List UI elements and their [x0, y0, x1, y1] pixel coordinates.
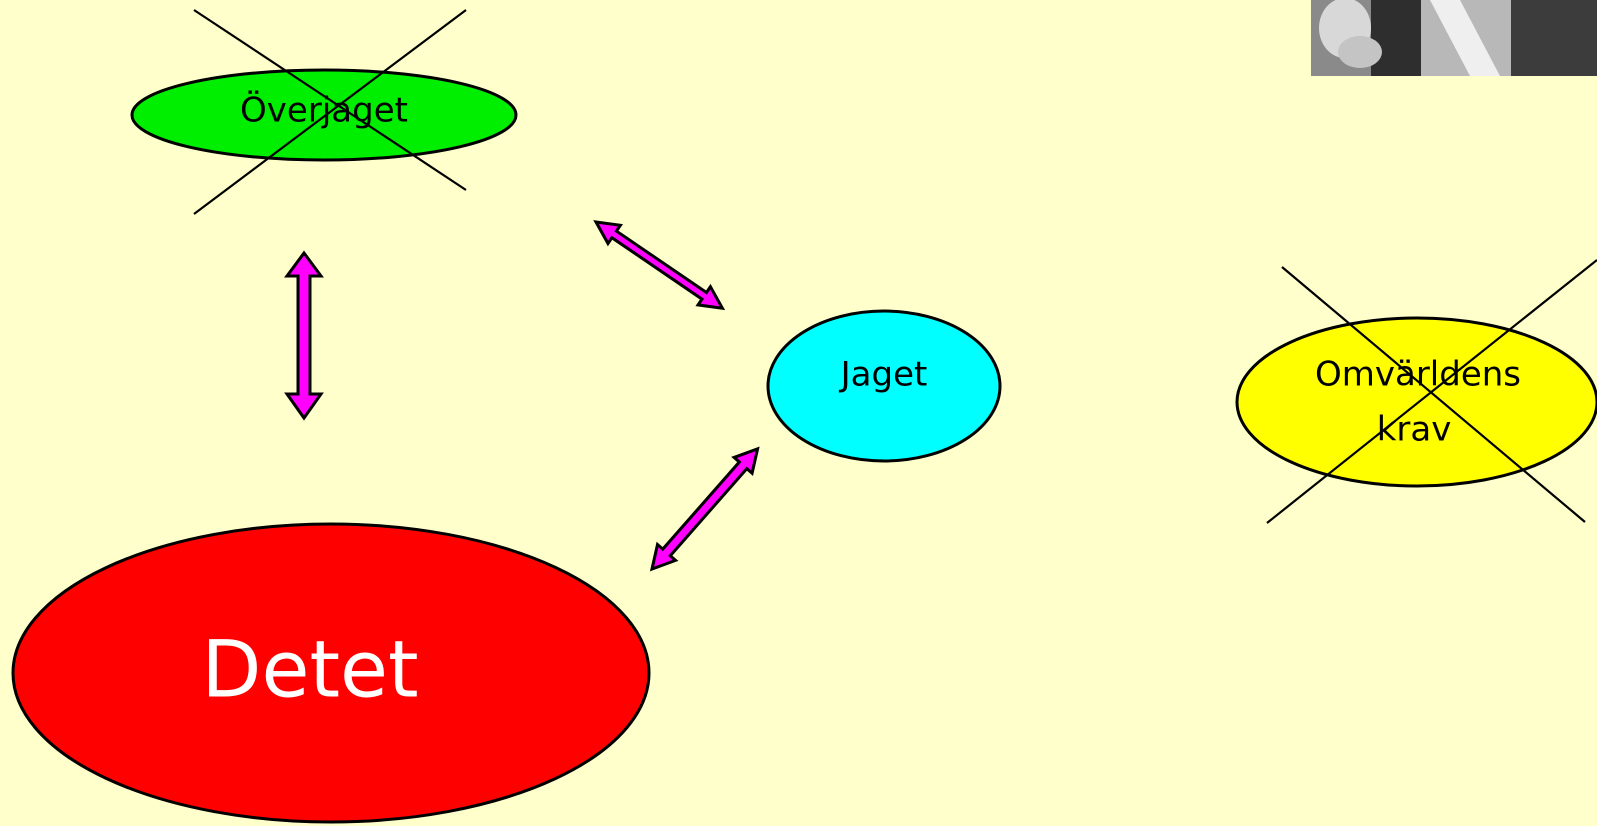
double-arrow-overjaget-jaget-icon — [593, 220, 726, 311]
detet-label: Detet — [201, 625, 418, 715]
double-arrow-vertical-icon — [284, 250, 324, 421]
cross-line — [193, 9, 467, 215]
omvarlden-label-line2: krav — [1377, 410, 1452, 450]
omvarlden-node: Omvärldens krav — [1235, 259, 1597, 524]
jaget-label: Jaget — [839, 355, 928, 395]
cross-line — [193, 9, 467, 191]
double-arrow-detet-jaget-icon — [649, 446, 760, 572]
overjaget-node: Överjaget — [130, 9, 518, 215]
detet-node: Detet — [11, 522, 651, 824]
cross-line — [1266, 259, 1597, 524]
cross-line — [1281, 266, 1586, 523]
portrait-photo-icon — [1311, 0, 1597, 76]
omvarlden-label-line1: Omvärldens — [1315, 355, 1521, 395]
jaget-node: Jaget — [766, 309, 1002, 463]
